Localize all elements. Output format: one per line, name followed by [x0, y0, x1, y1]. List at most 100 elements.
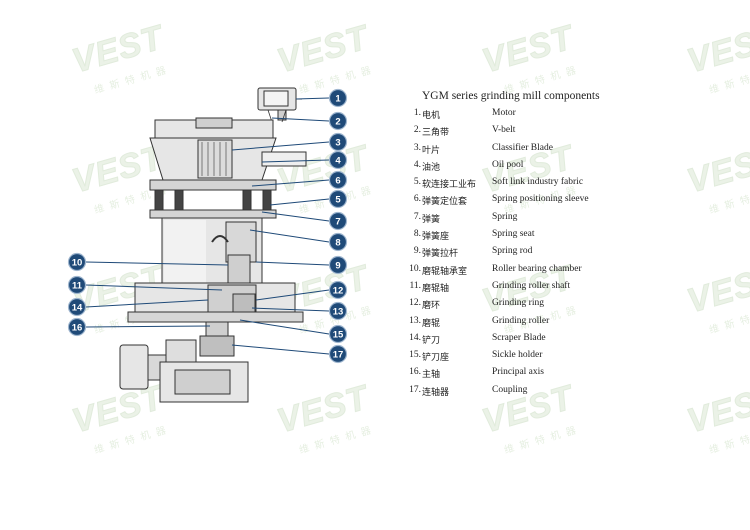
component-name-en: Spring seat [492, 229, 535, 240]
leader-line [231, 141, 330, 151]
coupling [199, 335, 235, 357]
component-name-en: Oil pool [492, 159, 524, 170]
leader-line [239, 319, 330, 335]
component-name-en: Coupling [492, 384, 528, 395]
component-name-en: Grinding roller shaft [492, 280, 571, 291]
leader-line [85, 261, 229, 266]
component-number: 8. [413, 229, 421, 240]
leader-line [255, 261, 330, 266]
callout-number: 15 [333, 330, 344, 341]
callout-number: 10 [72, 258, 83, 269]
callout-number: 17 [333, 350, 344, 361]
component-name-zh: 磨辊 [422, 318, 441, 329]
component-name-zh: 连轴器 [422, 387, 450, 398]
callout-left: 10 [67, 252, 87, 272]
component-name-en: Soft link industry fabric [492, 177, 584, 188]
component-number: 14. [409, 332, 421, 343]
callout-number: 12 [333, 286, 344, 297]
callout-number: 13 [333, 307, 344, 318]
component-row: 3.叶片 Classifier Blade [405, 143, 725, 160]
leader-line [295, 97, 330, 100]
component-name-en: Spring positioning sleeve [492, 194, 589, 205]
component-number: 6. [413, 194, 421, 205]
mill-drawing [119, 87, 307, 403]
component-name-en: Roller bearing chamber [492, 263, 582, 274]
callout-right: 17 [328, 344, 348, 364]
component-name-zh: 铲刀 [422, 335, 441, 346]
callout-right: 13 [328, 301, 348, 321]
component-number: 13. [409, 315, 421, 326]
component-row: 6.弹簧定位套 Spring positioning sleeve [405, 194, 725, 211]
component-row: 4.油池 Oil pool [405, 160, 725, 177]
classifier-blade [197, 139, 233, 179]
component-name-en: Scraper Blade [492, 332, 546, 343]
component-name-zh: 磨辊轴承室 [422, 266, 468, 277]
callout-number: 14 [72, 303, 83, 314]
component-name-en: Classifier Blade [492, 142, 553, 153]
leader-line [269, 198, 330, 206]
callout-right: 9 [328, 255, 348, 275]
motor-mount [277, 109, 287, 121]
component-name-zh: 磨环 [422, 301, 441, 312]
leader-line [249, 229, 330, 243]
component-row: 17.连轴器 Coupling [405, 385, 725, 402]
component-row: 1.电机 Motor [405, 108, 725, 125]
component-name-en: Sickle holder [492, 350, 543, 361]
lower-flange [149, 209, 277, 219]
callout-number: 7 [335, 217, 340, 228]
components-title: YGM series grinding mill components [422, 90, 600, 102]
callout-right: 3 [328, 132, 348, 152]
callout-number: 1 [335, 94, 341, 105]
component-name-en: Principal axis [492, 367, 544, 378]
leader-line [261, 211, 330, 222]
component-name-zh: 主轴 [422, 370, 441, 381]
component-number: 9. [413, 246, 421, 257]
component-number: 4. [413, 159, 421, 170]
component-name-en: Grinding ring [492, 298, 544, 309]
callout-left: 14 [67, 297, 87, 317]
component-number: 3. [413, 142, 421, 153]
callout-number: 2 [335, 117, 340, 128]
component-name-zh: 弹簧拉杆 [422, 249, 459, 260]
component-name-en: Spring [492, 211, 518, 222]
component-number: 2. [413, 125, 421, 136]
callout-left: 11 [67, 275, 87, 295]
component-name-en: Grinding roller [492, 315, 550, 326]
motor-face [263, 90, 289, 107]
component-row: 13.磨辊 Grinding roller [405, 316, 725, 333]
callout-number: 4 [335, 156, 341, 167]
leader-line [261, 159, 330, 163]
component-number: 5. [413, 177, 421, 188]
callout-right: 12 [328, 280, 348, 300]
principal-axis [205, 321, 229, 337]
component-number: 17. [409, 384, 421, 395]
component-name-zh: 电机 [422, 111, 441, 121]
outlet-duct [261, 151, 307, 167]
analyzer-drive [195, 117, 233, 129]
callout-number: 9 [335, 261, 340, 272]
callout-left: 16 [67, 317, 87, 337]
callout-right: 4 [328, 150, 348, 170]
leader-line [231, 344, 330, 355]
component-name-zh: 油池 [422, 162, 441, 173]
component-name-en: Motor [492, 108, 516, 118]
component-name-zh: 铲刀座 [422, 353, 450, 364]
component-number: 10. [409, 263, 421, 274]
component-name-zh: 弹簧定位套 [422, 197, 468, 208]
component-name-zh: 弹簧 [422, 214, 441, 225]
component-name-zh: 软连接工业布 [422, 180, 477, 191]
base-plate [127, 311, 304, 323]
component-name-zh: 叶片 [422, 145, 441, 156]
component-name-en: V-belt [492, 125, 516, 136]
leader-line [251, 179, 330, 187]
component-number: 1. [413, 108, 421, 118]
callout-right: 5 [328, 189, 348, 209]
bottom-motor [119, 344, 149, 390]
